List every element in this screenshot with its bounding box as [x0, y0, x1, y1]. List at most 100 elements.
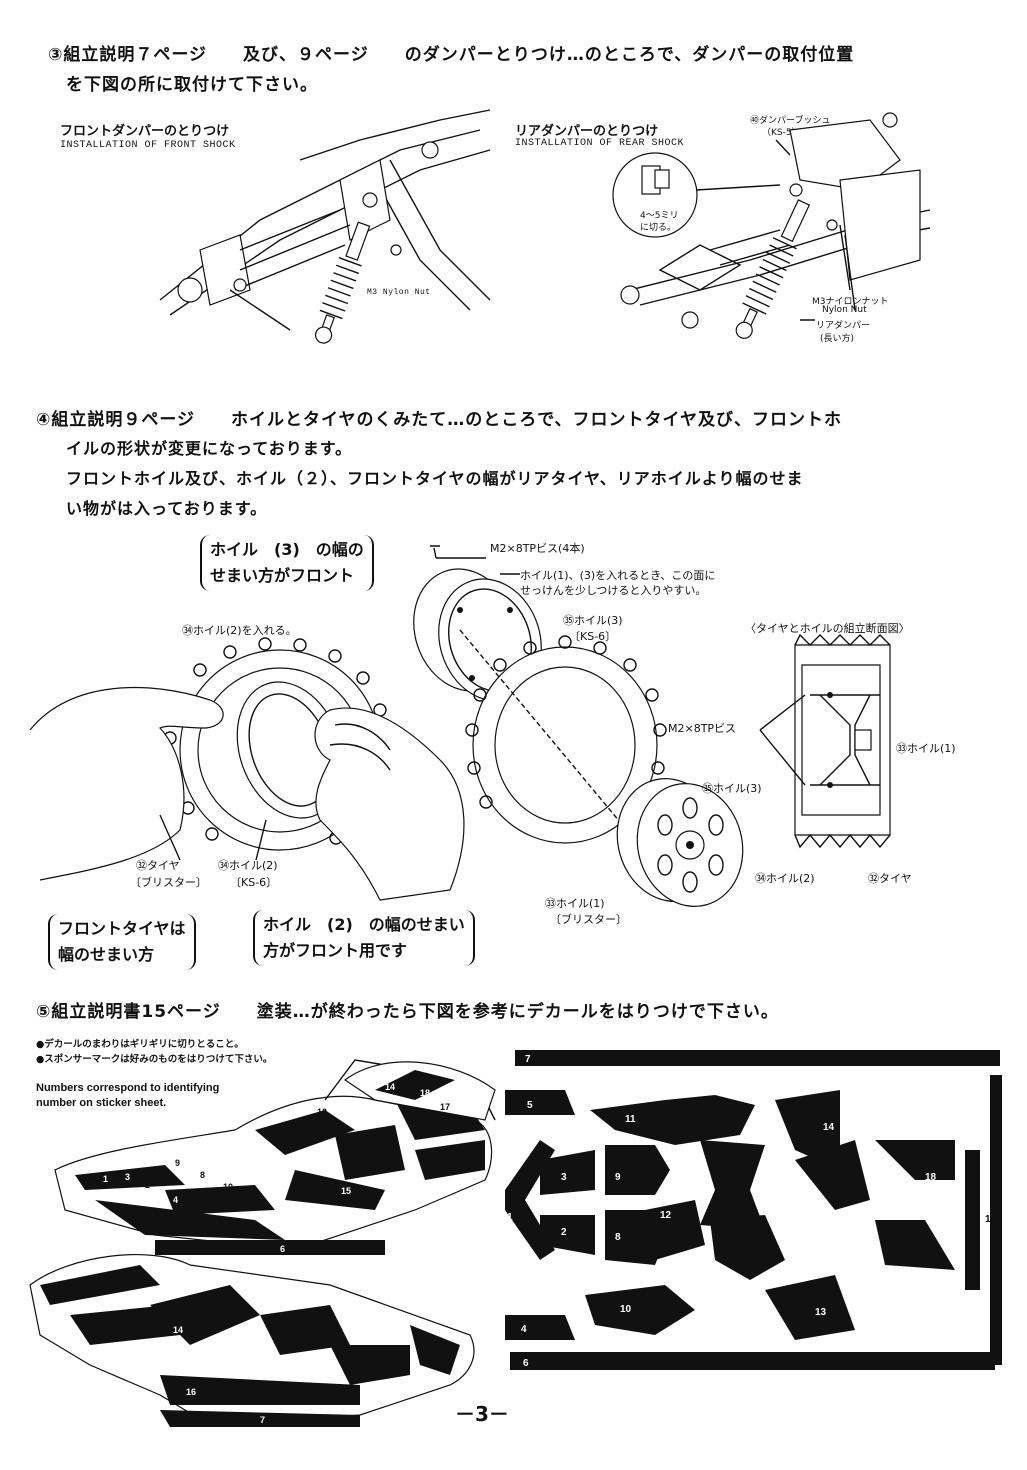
body-top-view: 1 3 9 2 8 4 10 12 13 14 15 18 17 19 6 [54, 1059, 496, 1255]
front-shock-title: フロントダンパーのとりつけ [60, 124, 230, 139]
sheet-num-19: 19 [985, 1214, 997, 1225]
sheet-num-15: 15 [735, 1242, 747, 1253]
cross-section-title: 〈タイヤとホイルの組立断面図〉 [745, 622, 910, 635]
rear-shock-title: リアダンパーのとりつけ [515, 124, 659, 139]
soap-note-2: せっけんを少しつけると入りやすい。 [520, 584, 707, 597]
callout-wheel2-line2: 方がフロント用です [263, 941, 408, 960]
body-bottom-view: 14 11 16 5 7 [29, 1253, 475, 1427]
wheel2-label: ㉞ホイル(2) [218, 859, 278, 872]
callout-wheel2-line1: ホイル (2) の幅のせまい [263, 915, 465, 934]
body-bottom-num-7: 7 [260, 1415, 265, 1425]
sticker-sheet: 7 5 11 14 3 9 16 18 1 12 2 8 15 17 19 10… [505, 1050, 1002, 1370]
body-top-num-8: 8 [200, 1170, 205, 1180]
sheet-num-16: 16 [735, 1187, 747, 1198]
sheet-num-13: 13 [815, 1307, 827, 1318]
front-nut-label: M3 Nylon Nut [367, 288, 431, 297]
screw-label-2: M2×8TPビス [668, 722, 737, 735]
cross-section-pointers [759, 694, 806, 786]
tire-assembly-drawing [29, 637, 465, 901]
tire-label-2: ㉜タイヤ [868, 872, 912, 885]
body-top-num-4: 4 [173, 1195, 178, 1205]
section4-line4: い物がは入っております。 [66, 499, 268, 518]
wheel2-label-2: ㉞ホイル(2) [755, 872, 815, 885]
callout-wheel3: ホイル (3) の幅の せまい方がフロント [200, 535, 374, 591]
body-bottom-num-5: 5 [356, 1352, 361, 1362]
callout-wheel2: ホイル (2) の幅のせまい 方がフロント用です [253, 910, 475, 966]
screw-label: M2×8TPビス(4本) [490, 542, 585, 555]
rear-damper-label: リアダンパー [816, 321, 871, 331]
rear-damper-note: (長い方) [820, 334, 855, 344]
rear-shock-diagram [612, 112, 931, 339]
decal-note-2: ●スポンサーマークは好みのものをはりつけて下さい。 [36, 1054, 273, 1065]
section4-line2: イルの形状が変更になっております。 [66, 439, 353, 458]
page-number: －3－ [455, 1402, 509, 1426]
section3-line2: を下図の所に取付けて下さい。 [66, 75, 318, 95]
sheet-num-18: 18 [925, 1172, 937, 1183]
exploded-wheel-drawing [413, 545, 744, 907]
body-top-num-12: 12 [317, 1107, 327, 1117]
sheet-num-7: 7 [525, 1054, 531, 1065]
callout-front-tire-line1: フロントタイヤは [58, 919, 186, 938]
insert-wheel2-label: ㉞ホイル(2)を入れる。 [182, 624, 297, 637]
callout-front-tire-line2: 幅のせまい方 [58, 945, 155, 964]
sheet-num-2: 2 [561, 1227, 567, 1238]
sheet-num-17: 17 [925, 1247, 937, 1258]
wheel1-label-2: ㉝ホイル(1) [896, 742, 956, 755]
callout-front-tire: フロントタイヤは 幅のせまい方 [48, 914, 196, 970]
body-top-num-1: 1 [103, 1174, 108, 1184]
en-note-2: number on sticker sheet. [36, 1097, 167, 1109]
section4-line1: ④組立説明９ページ ホイルとタイヤのくみたて…のところで、フロントタイヤ及び、フ… [36, 410, 843, 430]
body-bottom-num-16: 16 [186, 1387, 196, 1397]
sheet-num-14: 14 [823, 1122, 835, 1133]
rear-cut-label-2: に切る。 [640, 223, 677, 233]
section4-line3: フロントホイル及び、ホイル（２）、フロントタイヤの幅がリアタイヤ、リアホイルより… [66, 469, 804, 488]
rear-shock-title-en: INSTALLATION OF REAR SHOCK [515, 138, 685, 149]
wheel3-code: 〔KS-6〕 [569, 630, 617, 643]
rear-bush-code: （KS-5） [762, 128, 801, 138]
callout-wheel3-line2: せまい方がフロント [210, 566, 355, 585]
sheet-num-5: 5 [527, 1100, 533, 1111]
sheet-num-4: 4 [521, 1324, 527, 1335]
body-top-num-13: 13 [352, 1147, 362, 1157]
body-top-num-10: 10 [223, 1182, 233, 1192]
wheel2-code: 〔KS-6〕 [230, 876, 278, 889]
body-top-num-6: 6 [280, 1244, 285, 1254]
front-shock-diagram [159, 109, 491, 344]
sheet-num-9: 9 [615, 1172, 621, 1183]
cross-section-drawing [794, 633, 891, 849]
section3-line1: ③組立説明７ページ 及び、９ページ のダンパーとりつけ…のところで、ダンパーの取… [48, 45, 855, 65]
en-note-1: Numbers correspond to identifying [36, 1082, 220, 1094]
sheet-num-12: 12 [660, 1210, 672, 1221]
rear-nut-label-jp: M3ナイロンナット [812, 297, 889, 307]
body-top-num-3: 3 [125, 1172, 130, 1182]
rear-bush-label: ㊵ダンパーブッシュ [750, 116, 831, 126]
body-top-num-19: 19 [447, 1156, 457, 1166]
wheel1-code: 〔ブリスター〕 [550, 913, 627, 926]
section5-line1: ⑤組立説明書15ページ 塗装…が終わったら下図を参考にデカールをはりつけで下さい… [36, 1002, 779, 1022]
body-top-num-9: 9 [175, 1158, 180, 1168]
body-top-num-17: 17 [440, 1102, 450, 1112]
front-shock-title-en: INSTALLATION OF FRONT SHOCK [60, 140, 236, 151]
body-bottom-num-11: 11 [310, 1332, 320, 1342]
wheel3-label-2: ㉟ホイル(3) [702, 782, 762, 795]
wheel3-label: ㉟ホイル(3) [563, 614, 623, 627]
callout-wheel3-line1: ホイル (3) の幅の [210, 540, 364, 559]
sheet-num-10: 10 [620, 1304, 632, 1315]
sheet-num-1: 1 [507, 1212, 513, 1223]
sheet-num-6: 6 [523, 1358, 529, 1369]
sheet-num-3: 3 [561, 1172, 567, 1183]
wheel1-label: ㉝ホイル(1) [545, 897, 605, 910]
decal-note-1: ●デカールのまわりはギリギリに切りとること。 [36, 1039, 244, 1050]
rear-cut-label-1: 4～5ミリ [640, 211, 679, 221]
sheet-num-11: 11 [625, 1114, 636, 1125]
body-top-num-2: 2 [145, 1180, 150, 1190]
body-top-num-15: 15 [341, 1186, 351, 1196]
body-bottom-num-14: 14 [173, 1325, 183, 1335]
rear-nut-label-en: Nylon Nut [822, 305, 867, 315]
sheet-num-8: 8 [615, 1232, 621, 1243]
tire-label: ㉜タイヤ [136, 859, 180, 872]
tire-code: 〔ブリスター〕 [130, 876, 207, 889]
soap-note-1: ホイル(1)、(3)を入れるとき、この面に [520, 569, 716, 582]
body-top-num-18: 18 [420, 1088, 430, 1098]
body-top-num-14: 14 [385, 1082, 395, 1092]
